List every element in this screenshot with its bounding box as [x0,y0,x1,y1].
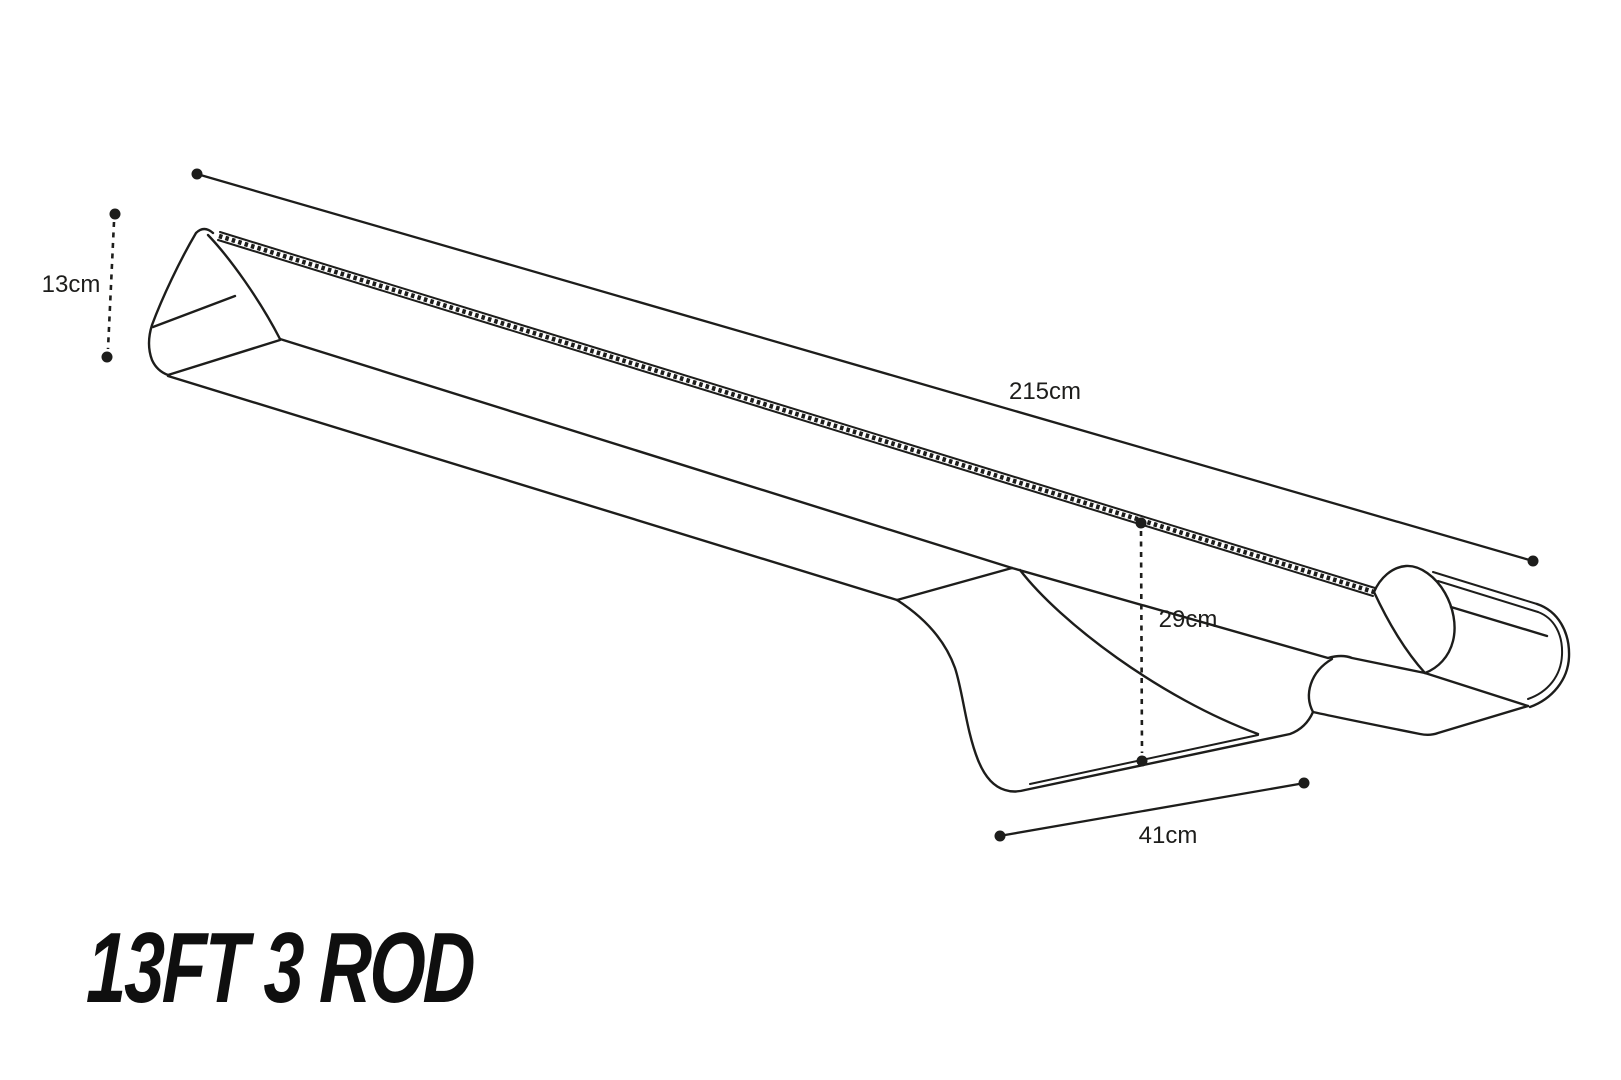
dip-crease-line [895,566,1014,602]
cap-crease-line [151,294,237,329]
endpoint-dot [191,168,203,180]
underside-edge [1311,704,1530,736]
rod-tip-section [1372,564,1571,709]
dim-width-label: 41cm [1139,822,1198,849]
dim-height-label: 13cm [42,271,101,298]
zipper-edge-top [219,231,1376,589]
tip-end-cap-outer [1528,602,1571,709]
dim-length-label: 215cm [1009,378,1081,405]
pouch-front-diagonal [1018,568,1260,736]
holdall-outline [147,227,1571,793]
bottom-edge-line [166,374,899,602]
left-end-cap [147,227,282,377]
pouch-step-curve [1307,657,1334,714]
tip-cap-outline [1372,564,1456,675]
zipper-band [217,231,1376,597]
cap-silhouette [147,227,215,377]
endpoint-dot [1136,755,1148,767]
tip-bottom-edge [1423,671,1530,708]
main-body [166,337,1014,602]
tip-top-piping-inner [1437,580,1539,613]
dimension-labels: 13cm 215cm 29cm 41cm [42,271,1218,849]
endpoint-dot [109,208,121,220]
dim-width-line [1003,782,1301,837]
tip-top-piping-outer [1432,571,1538,605]
endpoint-dot [1527,555,1539,567]
dimension-endpoints [101,168,1539,842]
endpoint-dot [1135,517,1147,529]
zipper-teeth [218,233,1375,595]
reel-pouch-section [895,566,1530,793]
tip-end-cap-inner [1527,611,1564,700]
dim-depth-dashed-line [1139,530,1144,754]
product-title: 13FT 3 ROD [85,912,475,1024]
dimension-annotations [106,172,1535,837]
zipper-edge-bottom [217,239,1374,597]
cap-to-body-curve [206,233,282,341]
endpoint-dot [101,351,113,363]
tip-mid-ridge [1449,605,1549,638]
front-ridge-line [278,337,1014,570]
dim-height-dashed-line [106,221,116,350]
dim-depth-label: 29cm [1159,606,1218,633]
endpoint-dot [1298,777,1310,789]
pouch-top-ridge [1010,566,1427,675]
dip-s-curve-and-bottom [895,598,1315,793]
endpoint-dot [994,830,1006,842]
cap-bottom-edge [166,338,282,377]
tip-cap-crease [1372,590,1427,675]
dim-length-line [195,172,1535,563]
